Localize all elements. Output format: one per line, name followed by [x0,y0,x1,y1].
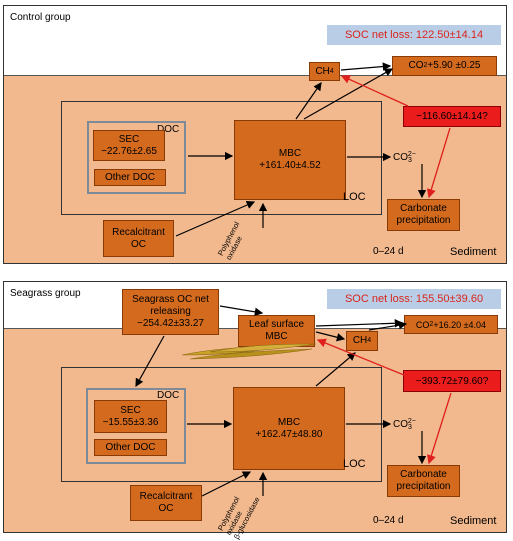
co2-subscript: 2 [429,320,434,328]
leaf-line-2: MBC [265,331,288,342]
other-doc-box: Other DOC [94,439,167,456]
control-group-panel: Control group SOC net loss: 122.50±14.14… [3,5,507,264]
doc-frame [87,121,186,194]
sec-label: SEC [118,133,140,145]
co2-label: CO [415,319,430,330]
co3-text: CO [393,419,408,430]
ch4-subscript: 4 [367,337,372,344]
recalcitrant-line-1: Recalcitrant [139,491,193,502]
ch4-label: CH [315,65,330,77]
loc-label: LOC [343,191,366,203]
sediment-label: Sediment [450,515,497,527]
sec-box: SEC −15.55±3.36 [94,400,167,433]
mbc-box: MBC +161.40±4.52 [234,120,346,200]
co2-subscript: 2 [423,62,428,69]
co3-label: CO32− [393,416,416,434]
other-doc-box: Other DOC [94,169,166,186]
carbonate-line-1: Carbonate [400,203,447,214]
co3-superscript: 2− [407,418,416,425]
seagrass-group-panel: Seagrass group SOC net loss: 155.50±39.6… [3,281,507,541]
carbonate-precipitation-box: Carbonate precipitation [387,199,460,231]
sec-box: SEC −22.76±2.65 [93,130,165,161]
recalcitrant-line-2: OC [158,503,174,514]
recalcitrant-oc-box: Recalcitrant OC [130,485,202,521]
mbc-label: MBC [277,416,301,428]
arrow-leaf-mbc-to-co2 [315,319,404,328]
arrow-seagrass-to-leaf-mbc [219,305,264,316]
carbonate-line-1: Carbonate [400,469,447,480]
carbonate-line-2: precipitation [396,481,451,492]
soc-net-loss-badge: SOC net loss: 122.50±14.14 [327,25,501,45]
co2-label: CO [408,60,424,71]
doc-frame [86,388,186,464]
mbc-value: +162.47±48.80 [255,428,323,440]
co2-value: +5.90 ±0.25 [427,60,481,71]
net-flux-red-box: −116.60±14.14? [403,106,501,127]
co3-subscript: 3 [408,424,412,431]
time-label: 0–24 d [373,246,404,257]
mbc-box: MBC +162.47±48.80 [233,387,345,470]
doc-label: DOC [157,390,180,401]
co2-value: +16.20 ±4.04 [433,319,487,330]
recalcitrant-line-1: Recalcitrant [112,226,165,238]
time-label: 0–24 d [373,515,404,526]
doc-label: DOC [157,124,180,135]
soc-net-loss-badge: SOC net loss: 155.50±39.60 [327,289,501,309]
ch4-label: CH [352,335,368,346]
leaf-surface-mbc-box: Leaf surface MBC [238,315,315,347]
mbc-label: MBC [278,148,302,159]
seagrass-line-1: Seagrass OC net [132,294,209,305]
group-title: Seagrass group [10,288,81,299]
leaf-line-1: Leaf surface [248,319,305,330]
seagrass-oc-box: Seagrass OC net releasing −254.42±33.27 [122,289,219,335]
sec-value: −15.55±3.36 [102,416,159,428]
co3-label: CO32− [393,149,416,167]
sec-label: SEC [120,404,141,416]
net-flux-red-box: −393.72±79.60? [403,370,501,392]
sec-value: −22.76±2.65 [101,145,157,157]
sediment-label: Sediment [450,246,497,258]
mbc-value: +161.40±4.52 [259,160,321,171]
seagrass-line-3: −254.42±33.27 [137,318,204,329]
carbonate-precipitation-box: Carbonate precipitation [387,465,460,497]
co3-superscript: 2− [407,151,416,158]
group-title: Control group [10,12,71,23]
carbonate-line-2: precipitation [396,215,451,226]
loc-label: LOC [343,458,366,470]
seagrass-leaf-illustration [181,343,317,360]
co3-text: CO [393,152,408,163]
ch4-subscript: 4 [329,67,334,75]
recalcitrant-line-2: OC [131,238,146,250]
co3-subscript: 3 [408,157,412,164]
arrow-ch4-to-co2 [340,62,392,71]
seagrass-line-2: releasing [150,306,191,317]
recalcitrant-oc-box: Recalcitrant OC [103,220,174,257]
